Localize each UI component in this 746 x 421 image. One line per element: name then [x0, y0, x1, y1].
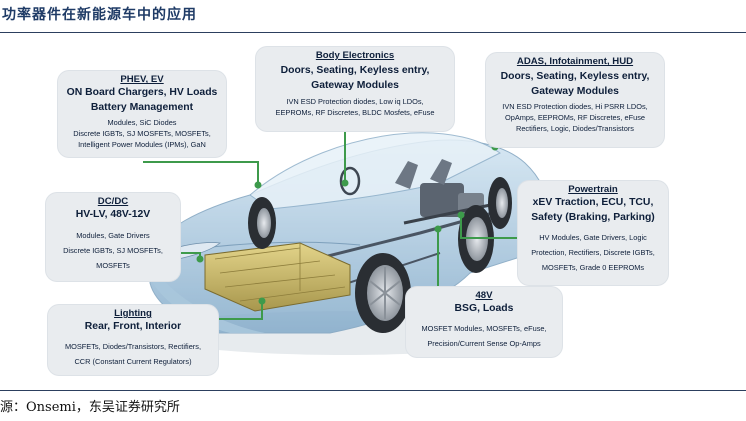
rear-motor: [420, 183, 464, 217]
body-electronics-heading: Body Electronics: [315, 50, 395, 61]
adas-infotainment-subtitle-line: Doors, Seating, Keyless entry,: [500, 71, 650, 82]
powertrain-heading: Powertrain: [568, 184, 618, 195]
adas-infotainment-detail-line: Rectifiers, Logic, Diodes/Transistors: [515, 124, 634, 133]
adas-infotainment-detail-line: IVN ESD Protection diodes, Hi PSRR LDOs,: [502, 102, 648, 111]
48v-subtitle-line: BSG, Loads: [454, 303, 514, 314]
dcdc-detail-line: MOSFETs: [96, 261, 130, 270]
source-note: 源：Onsemi，东吴证券研究所: [0, 400, 180, 415]
48v-callout: 48V BSG, Loads MOSFET Modules, MOSFETs, …: [406, 287, 562, 357]
leader-lines: [143, 131, 576, 320]
powertrain-callout: Powertrain xEV Traction, ECU, TCU, Safet…: [518, 181, 668, 285]
adas-infotainment-detail-line: OpAmps, EEPROMs, RF Discretes, eFuse: [504, 113, 646, 122]
48v-heading: 48V: [475, 290, 493, 301]
48v-detail-line: Precision/Current Sense Op-Amps: [427, 339, 541, 348]
powertrain-detail-line: MOSFETs, Grade 0 EEPROMs: [541, 263, 645, 272]
dcdc-detail-line: Discrete IGBTs, SJ MOSFETs,: [63, 246, 163, 255]
car-illustration: [143, 131, 576, 355]
phev-ev-heading: PHEV, EV: [120, 74, 164, 85]
page-title: 功率器件在新能源车中的应用: [2, 7, 197, 23]
lighting-heading: Lighting: [114, 308, 152, 319]
phev-ev-subtitle-line: ON Board Chargers, HV Loads: [66, 87, 218, 98]
body-electronics-detail-line: IVN ESD Protection diodes, Low iq LDOs,: [286, 97, 424, 106]
phev-ev-subtitle-line: Battery Management: [90, 102, 194, 113]
phev-ev-callout: PHEV, EV ON Board Chargers, HV Loads Bat…: [58, 71, 226, 157]
top-rule: [0, 32, 746, 33]
dcdc-callout: DC/DC HV-LV, 48V-12V Modules, Gate Drive…: [46, 193, 180, 281]
body-electronics-callout: Body Electronics Doors, Seating, Keyless…: [256, 47, 454, 131]
powertrain-subtitle-line: xEV Traction, ECU, TCU,: [532, 197, 654, 208]
phev-ev-detail-line: Intelligent Power Modules (IPMs), GaN: [78, 140, 206, 149]
adas-infotainment-heading: ADAS, Infotainment, HUD: [516, 56, 634, 67]
adas-infotainment-callout: ADAS, Infotainment, HUD Doors, Seating, …: [486, 53, 664, 147]
car-cabin: [249, 132, 501, 210]
powertrain-detail-line: HV Modules, Gate Drivers, Logic: [539, 233, 647, 242]
lighting-detail-line: CCR (Constant Current Regulators): [74, 357, 192, 366]
dcdc-heading: DC/DC: [97, 196, 129, 207]
dcdc-detail-line: Modules, Gate Drivers: [76, 231, 150, 240]
48v-detail-line: MOSFET Modules, MOSFETs, eFuse,: [421, 324, 547, 333]
body-electronics-detail-line: EEPROMs, RF Discretes, BLDC Mosfets, eFu…: [275, 108, 435, 117]
powertrain-subtitle-line: Safety (Braking, Parking): [531, 212, 655, 223]
bottom-rule: [0, 390, 746, 391]
dcdc-subtitle-line: HV-LV, 48V-12V: [75, 209, 151, 220]
body-electronics-subtitle-line: Doors, Seating, Keyless entry,: [280, 65, 430, 76]
lighting-detail-line: MOSFETs, Diodes/Transistors, Rectifiers,: [64, 342, 202, 351]
lighting-callout: Lighting Rear, Front, Interior MOSFETs, …: [48, 305, 218, 375]
adas-infotainment-subtitle-line: Gateway Modules: [531, 86, 619, 97]
steering-wheel: [339, 166, 361, 196]
powertrain-detail-line: Protection, Rectifiers, Discrete IGBTs,: [531, 248, 655, 257]
body-electronics-subtitle-line: Gateway Modules: [311, 80, 399, 91]
phev-ev-detail-line: Discrete IGBTs, SJ MOSFETs, MOSFETs,: [73, 129, 211, 138]
lighting-subtitle-line: Rear, Front, Interior: [84, 321, 182, 332]
phev-ev-detail-line: Modules, SiC Diodes: [107, 118, 177, 127]
diagram-stage: PHEV, EV ON Board Chargers, HV Loads Bat…: [0, 33, 746, 390]
